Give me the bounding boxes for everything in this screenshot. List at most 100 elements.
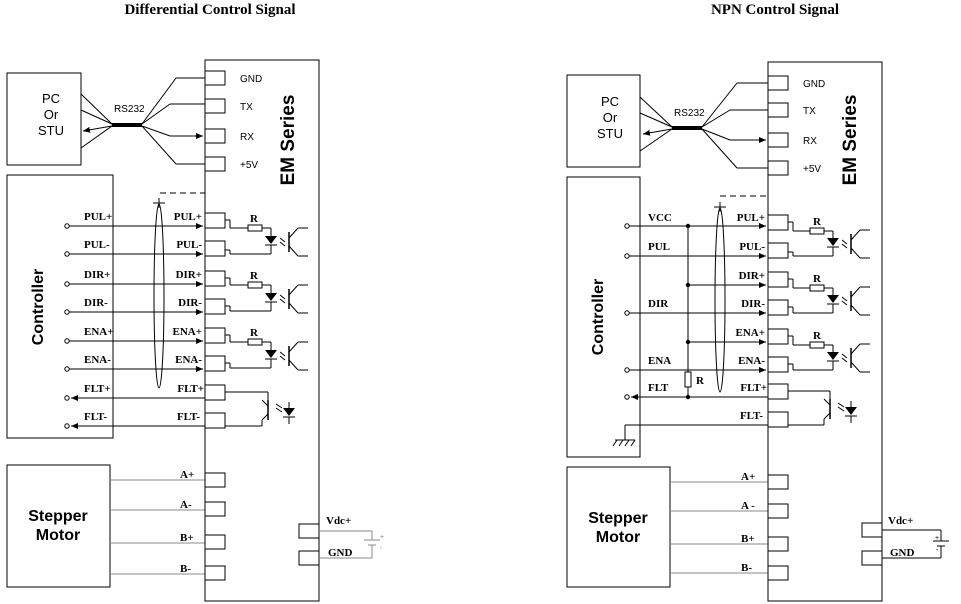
ctrl-ena-minus: ENA- [84, 354, 111, 366]
drv-flt-minus: FLT- [177, 411, 200, 423]
motor-terminal-a-minus: A- [180, 499, 192, 511]
ctrl-pul-plus: PUL+ [84, 211, 112, 223]
controller-label: Controller [30, 269, 47, 345]
rs232-label: RS232 [114, 104, 145, 115]
ctrl-flt-minus: FLT- [84, 411, 107, 423]
optocoupler-flt [225, 391, 295, 427]
drv-pul-minus: PUL- [176, 239, 202, 251]
rs232-cable: RS232 [80, 77, 205, 165]
resistor-label: R [250, 213, 259, 225]
controller-box [6, 174, 114, 439]
power-vdc: Vdc+ [888, 515, 913, 527]
driver-label: EM Series [840, 95, 861, 186]
drv-ena-plus: ENA+ [173, 326, 203, 338]
pc-label-line1: PC [601, 94, 619, 109]
driver-box [767, 61, 883, 602]
optocoupler-ena: R [788, 330, 870, 373]
controller-label: Controller [590, 279, 607, 355]
drv-flt-minus: FLT- [740, 410, 763, 422]
optocoupler-dir: R [225, 270, 308, 314]
drv-ena-plus: ENA+ [736, 327, 766, 339]
input-terminals [204, 212, 226, 429]
drv-flt-plus: FLT+ [177, 383, 204, 395]
shield-ellipse [714, 207, 726, 393]
power-input: + - [298, 523, 384, 566]
drv-flt-plus: FLT+ [740, 382, 767, 394]
motor-label-line1: Stepper [588, 510, 648, 527]
diagram-title: NPN Control Signal [711, 2, 839, 18]
motor-label-line1: Stepper [28, 508, 88, 525]
svg-text:+: + [935, 535, 939, 542]
rs232-cable: RS232 [639, 82, 768, 169]
motor-terminal-a-minus: A - [741, 500, 755, 512]
drv-dir-plus: DIR+ [176, 269, 202, 281]
drv-dir-minus: DIR- [741, 298, 765, 310]
terminal-gnd: GND [240, 74, 262, 85]
diagram-differential: Differential Control Signal PC Or STU RS… [6, 2, 384, 602]
ctrl-pul-minus: PUL- [84, 239, 110, 251]
pc-label-line3: STU [38, 123, 64, 138]
driver-box [204, 59, 320, 602]
power-gnd: GND [328, 547, 353, 559]
diagram-title: Differential Control Signal [124, 2, 295, 18]
controller-box [566, 176, 641, 458]
signal-wires [64, 223, 205, 429]
rs232-label: RS232 [674, 108, 705, 119]
ctrl-flt: FLT [648, 382, 669, 394]
ctrl-vcc: VCC [648, 212, 672, 224]
resistor-label: R [813, 330, 822, 342]
pc-label-line2: Or [44, 107, 59, 122]
pc-box [566, 74, 641, 168]
comm-terminals: GND TX RX +5V [204, 70, 262, 172]
resistor-label: R [250, 270, 259, 282]
drv-pul-minus: PUL- [739, 241, 765, 253]
ctrl-dir-plus: DIR+ [84, 269, 110, 281]
motor-wires [110, 472, 226, 581]
ctrl-ena-plus: ENA+ [84, 326, 114, 338]
motor-label-line2: Motor [36, 527, 80, 544]
motor-wires [670, 474, 789, 581]
pullup-resistor-label: R [696, 375, 705, 387]
motor-terminal-b-plus: B+ [741, 533, 755, 545]
optocoupler-ena: R [225, 327, 308, 371]
motor-label-line2: Motor [596, 529, 640, 546]
driver-label: EM Series [278, 95, 299, 186]
drv-ena-minus: ENA- [738, 355, 765, 367]
svg-text:-: - [380, 545, 383, 552]
terminal-5v: +5V [240, 160, 258, 171]
terminal-tx: TX [240, 102, 253, 113]
motor-box [566, 466, 671, 588]
drv-pul-plus: PUL+ [737, 212, 765, 224]
motor-terminal-b-plus: B+ [180, 532, 194, 544]
motor-box [6, 464, 111, 588]
power-input: + - [861, 522, 949, 566]
comm-terminals: GND TX RX +5V [767, 75, 825, 176]
resistor-label: R [813, 273, 822, 285]
diagram-npn: NPN Control Signal PC Or STU RS232 EM Se… [566, 2, 949, 602]
terminal-gnd: GND [803, 79, 825, 90]
terminal-rx: RX [240, 132, 254, 143]
terminal-5v: +5V [803, 164, 821, 175]
ctrl-pul: PUL [648, 241, 670, 253]
power-vdc: Vdc+ [326, 515, 351, 527]
shield-ellipse [153, 203, 165, 389]
pc-label-line2: Or [603, 110, 618, 125]
motor-terminal-a-plus: A+ [180, 469, 194, 481]
ctrl-ena: ENA [648, 355, 671, 367]
terminal-tx: TX [803, 106, 816, 117]
motor-terminal-b-minus: B- [180, 563, 191, 575]
ctrl-dir-minus: DIR- [84, 297, 108, 309]
drv-pul-plus: PUL+ [174, 211, 202, 223]
signal-wires [624, 223, 768, 426]
optocoupler-pul: R [225, 213, 308, 257]
resistor-label: R [813, 216, 822, 228]
drv-dir-minus: DIR- [178, 297, 202, 309]
input-terminals [767, 214, 789, 428]
motor-terminal-a-plus: A+ [741, 471, 755, 483]
ctrl-flt-plus: FLT+ [84, 383, 111, 395]
optocoupler-dir: R [788, 273, 870, 316]
power-gnd: GND [890, 547, 915, 559]
optocoupler-pul: R [788, 216, 870, 259]
ground-icon [612, 425, 636, 447]
